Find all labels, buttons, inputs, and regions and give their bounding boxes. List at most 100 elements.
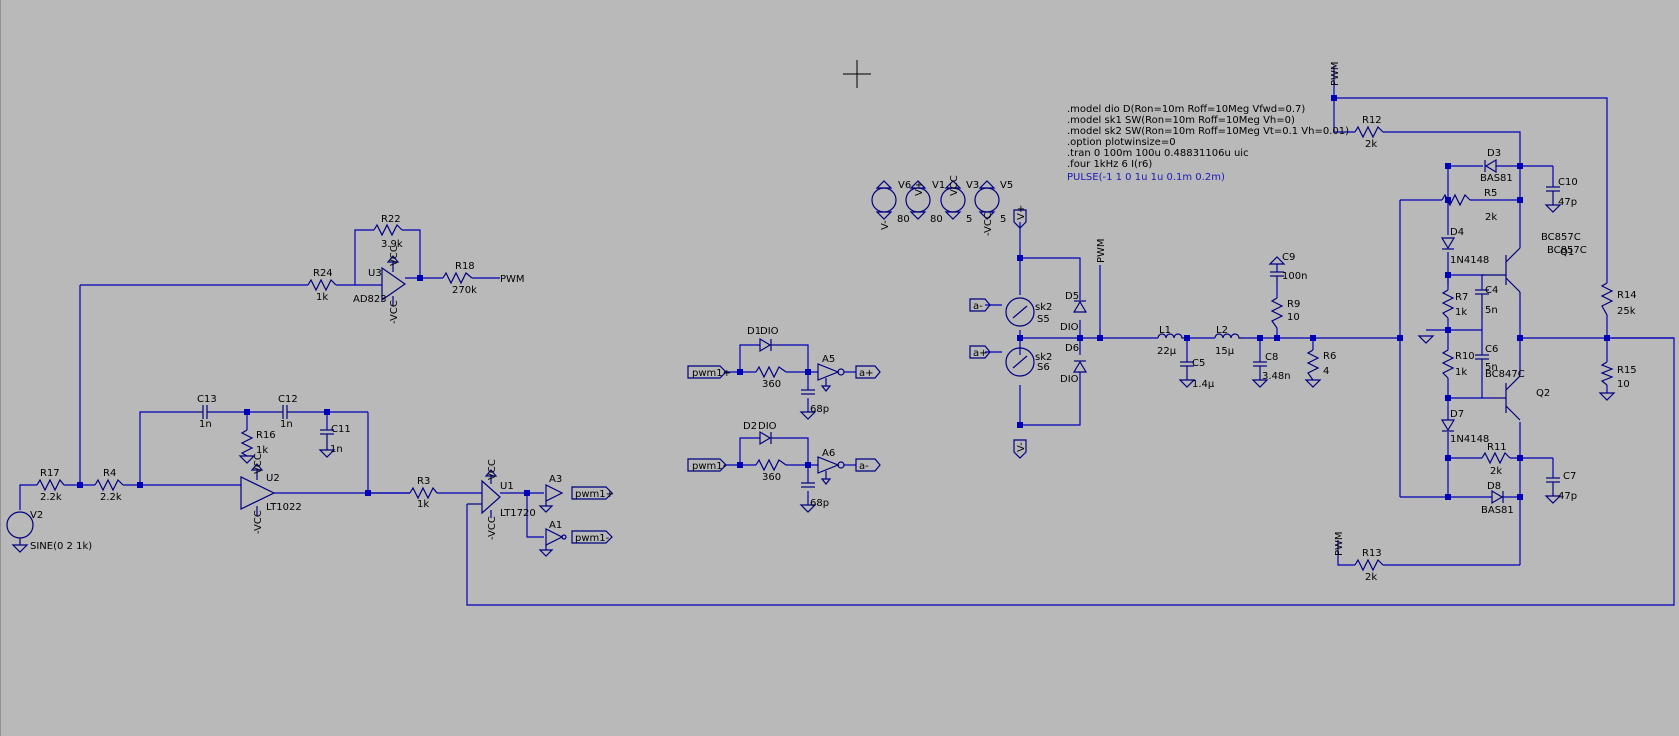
part-value: 15µ — [1215, 346, 1235, 357]
spice-directives[interactable]: .model dio D(Ron=10m Roff=10Meg Vfwd=0.7… — [1067, 104, 1349, 183]
opamp-u1-symbol — [467, 476, 501, 518]
net-label-am: a- — [859, 461, 869, 472]
part-value: 10 — [1287, 312, 1300, 323]
part-name: S5 — [1037, 314, 1050, 325]
part-name: V5 — [1000, 180, 1013, 191]
resistor-r13-symbol — [1354, 558, 1384, 572]
part-name: C7 — [1563, 471, 1576, 482]
part-value: 5 — [966, 214, 972, 225]
part-name: V2 — [30, 510, 43, 521]
part-value: 3.9k — [381, 239, 403, 250]
part-value: 1N4148 — [1450, 255, 1489, 266]
part-name: R13 — [1362, 548, 1382, 559]
part-value: DIO — [758, 421, 777, 432]
voltage-source-v5-symbol — [974, 187, 1000, 213]
supply-terminals — [250, 180, 1286, 477]
part-value: 1N4148 — [1450, 434, 1489, 445]
part-name: R11 — [1487, 442, 1507, 453]
part-name: V3 — [966, 180, 979, 191]
part-value: 47p — [1558, 197, 1577, 208]
part-value: 5n — [1485, 305, 1498, 316]
part-name: A3 — [549, 474, 562, 485]
resistor-r4-symbol — [94, 478, 124, 492]
part-name: L2 — [1216, 325, 1228, 336]
resistor-r7-symbol — [1441, 289, 1455, 319]
part-name: L1 — [1159, 325, 1171, 336]
capacitor-c4-symbol — [1475, 289, 1489, 320]
resistor-r3-symbol — [409, 486, 438, 500]
resistor-r11-symbol — [1481, 451, 1511, 465]
capacitor-c7-symbol — [1546, 477, 1560, 496]
part-value: 5n — [1485, 362, 1498, 373]
net-label-vm: V- — [1016, 442, 1027, 452]
junctions — [77, 95, 1610, 500]
net-label-vcc: VCC — [949, 175, 960, 196]
pulse-directive: PULSE(-1 1 0 1u 1u 0.1m 0.2m) — [1067, 172, 1225, 183]
part-value: 1n — [330, 444, 343, 455]
net-label-vcc: VCC — [487, 459, 498, 480]
switch-s5-symbol — [1005, 297, 1035, 327]
part-name: D3 — [1487, 148, 1501, 159]
part-name: R5 — [1484, 188, 1497, 199]
transistor-q1-symbol — [1482, 247, 1521, 300]
resistor-r-pwm1p-symbol — [755, 365, 787, 379]
part-name: U2 — [266, 473, 280, 484]
diode-d8-symbol — [1491, 489, 1504, 505]
part-value: 2k — [1365, 572, 1377, 583]
diode-d7-symbol — [1440, 419, 1456, 432]
resistor-r9-symbol — [1270, 297, 1284, 329]
part-name: D1 — [747, 326, 761, 337]
part-name: C6 — [1485, 344, 1498, 355]
resistor-r22-symbol — [373, 223, 403, 237]
part-name: R18 — [455, 261, 475, 272]
part-value: sk2 — [1035, 302, 1052, 313]
net-label-mvcc: -VCC — [253, 510, 264, 534]
diode-d5-symbol — [1072, 300, 1088, 313]
part-value: 1k — [417, 499, 429, 510]
inductor-l1-symbol — [1157, 333, 1184, 339]
net-label-pwm1p: pwm1+ — [575, 489, 614, 500]
part-value: BAS81 — [1480, 173, 1513, 184]
part-name: BC857C — [1547, 245, 1587, 256]
transistor-q2-symbol — [1490, 375, 1521, 421]
switch-s6-symbol — [1005, 347, 1035, 377]
part-name: C10 — [1558, 177, 1578, 188]
buffer-a6-symbol — [817, 456, 845, 479]
directive-line: .model sk1 SW(Ron=10m Roff=10Meg Vh=0) — [1067, 115, 1295, 126]
part-value: LT1022 — [266, 502, 302, 513]
part-value: 100n — [1282, 271, 1307, 282]
part-value: 270k — [452, 285, 477, 296]
part-value: 1k — [316, 292, 328, 303]
part-name: C11 — [331, 424, 351, 435]
part-value: DIO — [1060, 322, 1079, 333]
part-value: DIO — [1060, 374, 1079, 385]
part-value: 2k — [1490, 466, 1502, 477]
capacitor-c6-symbol — [1475, 354, 1489, 368]
part-value: 22µ — [1157, 346, 1177, 357]
net-label-mvcc: -VCC — [389, 300, 400, 324]
buffer-a5-symbol — [817, 363, 845, 386]
part-value: BC857C — [1541, 232, 1581, 243]
resistor-r-pwm1m-symbol — [755, 458, 787, 472]
part-name: D2 — [743, 421, 757, 432]
capacitor-c5-symbol — [1180, 361, 1194, 380]
part-value: 80 — [930, 214, 943, 225]
part-value: sk2 — [1035, 352, 1052, 363]
part-value: BAS81 — [1481, 505, 1514, 516]
part-value: SINE(0 2 1k) — [30, 541, 92, 552]
part-name: Q1 — [1560, 247, 1574, 258]
diode-d6-symbol — [1072, 360, 1088, 373]
net-label-vm: V- — [880, 220, 891, 230]
net-label-pwm1p: pwm1+ — [692, 368, 731, 379]
part-value: 2.2k — [40, 492, 62, 503]
part-value: 47p — [1558, 491, 1577, 502]
part-value: 2k — [1365, 139, 1377, 150]
opamp-u3-symbol — [381, 262, 407, 306]
capacitor-c13-symbol — [195, 405, 212, 419]
part-name: A5 — [822, 354, 835, 365]
part-value: 1.4µ — [1192, 379, 1215, 390]
capacitor-c12-symbol — [276, 405, 293, 419]
net-label-ap: a+ — [859, 368, 874, 379]
voltage-source-v2-symbol — [6, 511, 34, 545]
